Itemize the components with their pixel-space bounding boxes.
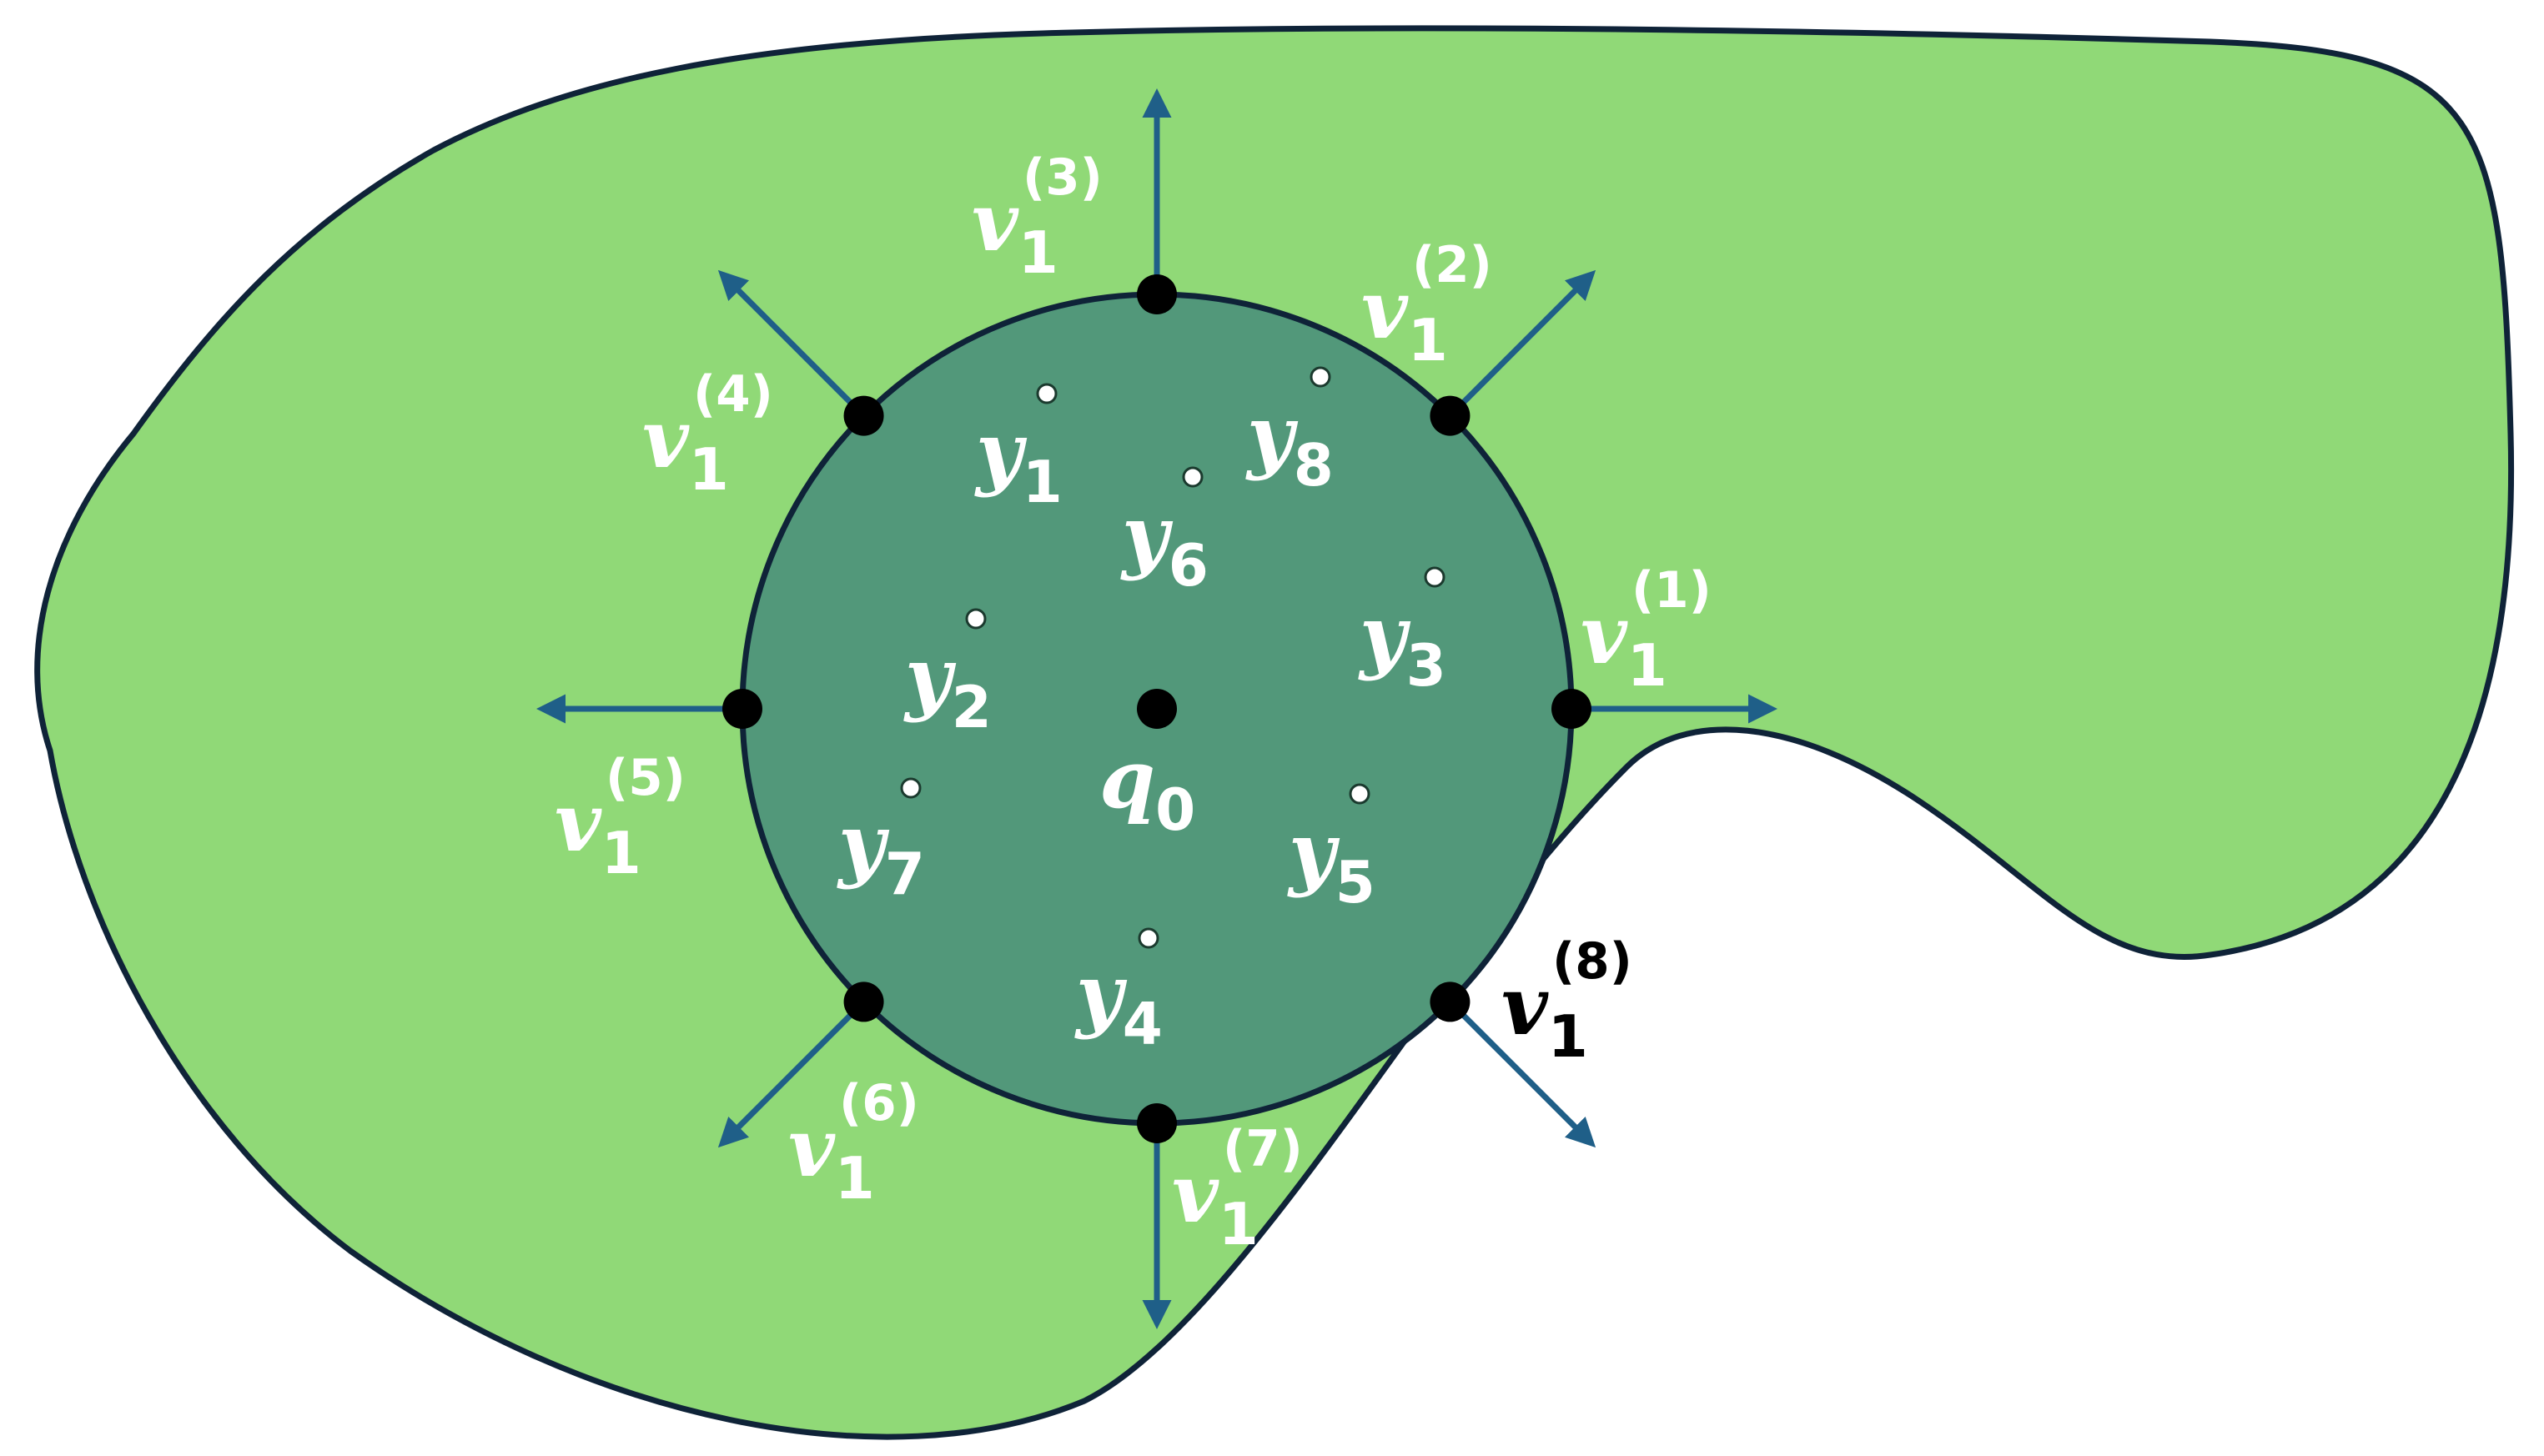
boundary-point-6 bbox=[843, 982, 884, 1022]
label-y5: y5 bbox=[1287, 805, 1375, 916]
boundary-point-1 bbox=[1551, 689, 1591, 729]
label-v1-2: v1 (2) bbox=[1361, 237, 1492, 374]
label-v1-1: v1 (1) bbox=[1581, 562, 1712, 700]
label-y2-subscript: 2 bbox=[952, 675, 992, 741]
label-y8: y8 bbox=[1245, 388, 1334, 500]
label-y3-subscript: 3 bbox=[1406, 633, 1446, 700]
boundary-point-7 bbox=[1137, 1103, 1177, 1143]
label-y5-symbol: y bbox=[1287, 805, 1340, 899]
label-v1-7-subscript: 1 bbox=[1219, 1192, 1259, 1258]
label-v1-6-subscript: 1 bbox=[835, 1146, 875, 1212]
label-y3-symbol: y bbox=[1358, 588, 1411, 682]
label-y7-symbol: y bbox=[837, 796, 890, 891]
direction-arrow-2 bbox=[1447, 269, 1596, 419]
label-v1-3-subscript: 1 bbox=[1018, 220, 1058, 287]
label-v1-2-symbol: v bbox=[1361, 263, 1409, 357]
label-v1-4-symbol: v bbox=[642, 392, 690, 486]
boundary-point-8 bbox=[1430, 982, 1471, 1022]
label-y6-subscript: 6 bbox=[1169, 533, 1209, 600]
label-v1-1-subscript: 1 bbox=[1627, 633, 1667, 700]
sample-point-y3 bbox=[1424, 566, 1445, 588]
label-y8-symbol: y bbox=[1245, 388, 1299, 482]
label-v1-8-symbol: v bbox=[1501, 959, 1549, 1053]
label-q0: q0 bbox=[1099, 732, 1195, 844]
label-y2-symbol: y bbox=[903, 630, 957, 724]
label-y6: y6 bbox=[1120, 488, 1209, 600]
label-v1-7-symbol: v bbox=[1172, 1147, 1219, 1241]
label-v1-4-superscript: (4) bbox=[693, 366, 773, 424]
label-y7: y7 bbox=[837, 796, 925, 908]
label-v1-2-subscript: 1 bbox=[1408, 308, 1448, 374]
label-v1-4-subscript: 1 bbox=[689, 437, 729, 504]
label-y1: y1 bbox=[974, 404, 1063, 516]
label-v1-1-superscript: (1) bbox=[1631, 562, 1712, 620]
label-v1-3-superscript: (3) bbox=[1023, 149, 1103, 207]
label-v1-8-subscript: 1 bbox=[1548, 1004, 1588, 1071]
label-y3: y3 bbox=[1358, 588, 1446, 700]
label-v1-2-superscript: (2) bbox=[1412, 237, 1492, 294]
label-y4: y4 bbox=[1074, 946, 1163, 1058]
label-v1-7: v1 (7) bbox=[1172, 1121, 1303, 1258]
label-v1-4: v1 (4) bbox=[642, 366, 773, 504]
label-y6-symbol: y bbox=[1120, 488, 1174, 582]
label-y5-subscript: 5 bbox=[1335, 850, 1375, 916]
boundary-point-3 bbox=[1137, 274, 1177, 314]
sample-point-y7 bbox=[900, 777, 922, 799]
boundary-point-4 bbox=[843, 395, 884, 436]
center-point-q0 bbox=[1137, 689, 1177, 729]
label-y1-symbol: y bbox=[974, 404, 1028, 499]
label-v1-5-symbol: v bbox=[555, 776, 602, 870]
label-y7-subscript: 7 bbox=[885, 841, 925, 908]
direction-arrow-4 bbox=[717, 269, 867, 419]
label-v1-6: v1 (6) bbox=[788, 1075, 919, 1212]
label-v1-3: v1 (3) bbox=[972, 149, 1103, 287]
label-y1-subscript: 1 bbox=[1023, 449, 1063, 516]
label-v1-6-superscript: (6) bbox=[839, 1075, 919, 1132]
label-v1-8-superscript: (8) bbox=[1552, 933, 1632, 991]
label-v1-5-superscript: (5) bbox=[606, 750, 686, 807]
label-q0-symbol: q bbox=[1099, 732, 1155, 826]
sample-point-y2 bbox=[965, 608, 987, 630]
label-v1-1-symbol: v bbox=[1581, 588, 1628, 682]
label-y4-subscript: 4 bbox=[1123, 992, 1163, 1058]
label-q0-subscript: 0 bbox=[1155, 777, 1195, 844]
label-v1-7-superscript: (7) bbox=[1223, 1121, 1303, 1178]
sample-point-y4 bbox=[1138, 927, 1159, 949]
label-y4-symbol: y bbox=[1074, 946, 1128, 1041]
sample-point-y5 bbox=[1349, 783, 1370, 805]
direction-arrow-6 bbox=[717, 999, 867, 1148]
sample-point-y1 bbox=[1036, 383, 1058, 404]
boundary-point-2 bbox=[1430, 395, 1471, 436]
direction-arrow-8 bbox=[1447, 999, 1596, 1148]
label-y8-subscript: 8 bbox=[1294, 433, 1334, 500]
sample-point-y6 bbox=[1182, 466, 1204, 488]
label-v1-6-symbol: v bbox=[788, 1101, 836, 1195]
label-v1-5-subscript: 1 bbox=[601, 821, 641, 887]
boundary-point-5 bbox=[722, 689, 762, 729]
label-v1-8: v1 (8) bbox=[1501, 933, 1632, 1071]
label-y2: y2 bbox=[903, 630, 992, 741]
sample-point-y8 bbox=[1310, 366, 1331, 388]
label-v1-5: v1 (5) bbox=[555, 750, 686, 887]
label-v1-3-symbol: v bbox=[972, 175, 1019, 269]
